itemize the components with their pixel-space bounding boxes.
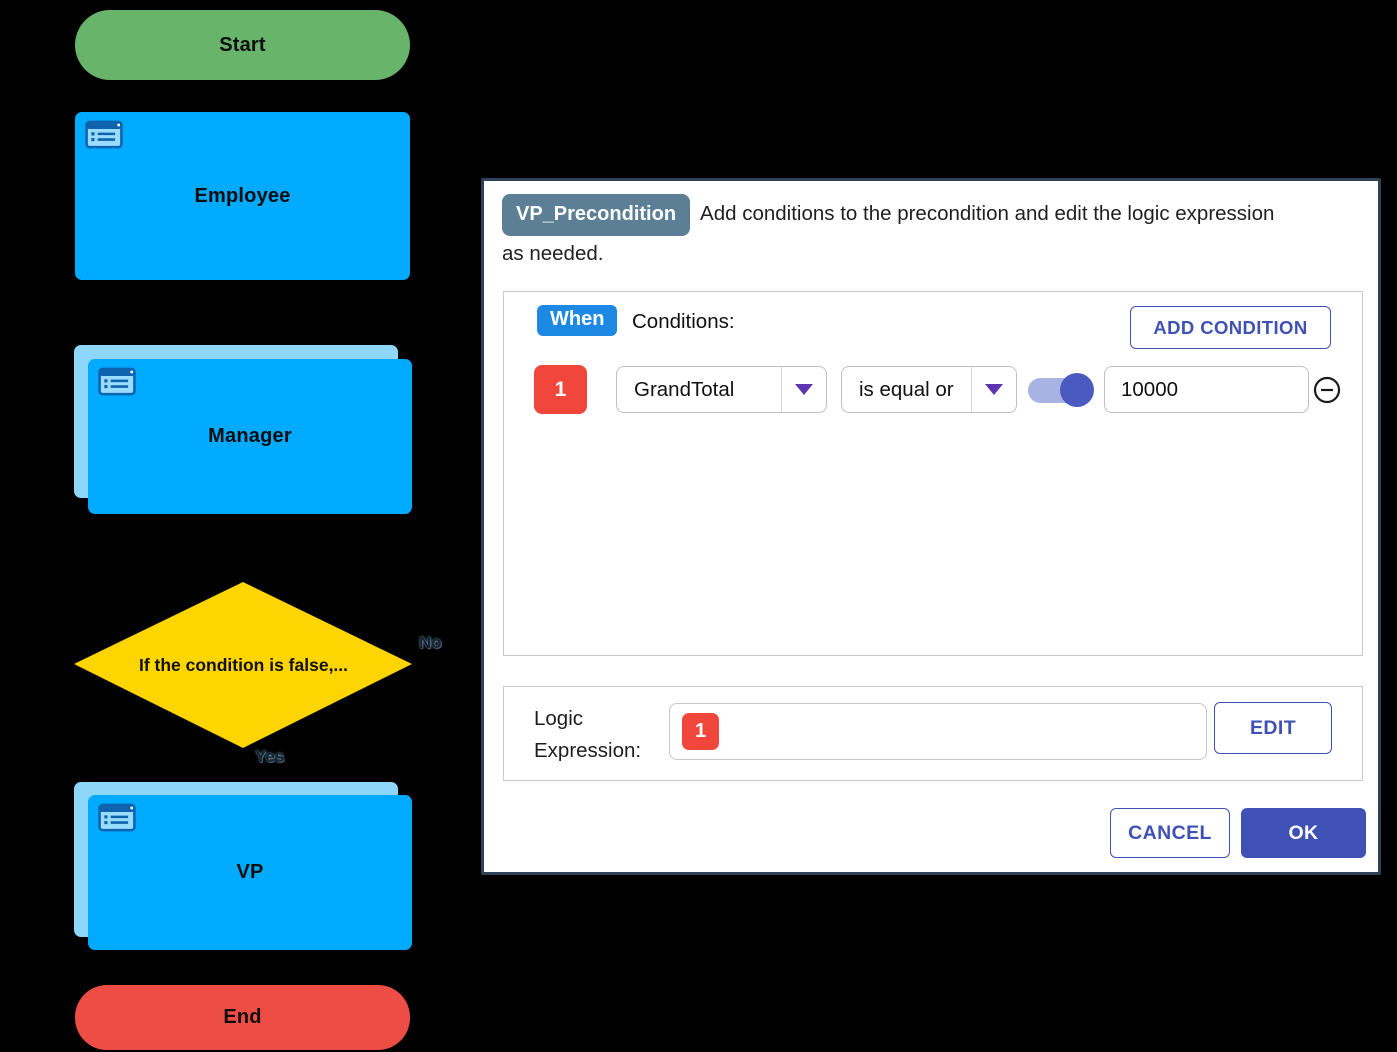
edge-label-yes: Yes (255, 747, 285, 766)
remove-condition-button[interactable] (1312, 375, 1342, 405)
node-employee-label: Employee (194, 184, 291, 207)
minus-circle-icon (1313, 376, 1341, 404)
add-condition-button[interactable]: ADD CONDITION (1130, 306, 1331, 349)
conditions-label: Conditions: (632, 310, 735, 333)
node-decision[interactable]: If the condition is false,... (74, 582, 413, 748)
toggle-thumb (1060, 373, 1094, 407)
node-manager-label: Manager (208, 425, 292, 447)
edit-expression-button[interactable]: EDIT (1214, 702, 1332, 754)
node-end-label: End (223, 1006, 262, 1028)
form-window-icon (98, 803, 136, 832)
node-manager[interactable]: Manager (88, 359, 412, 514)
condition-value-input[interactable] (1104, 366, 1309, 413)
chevron-down-icon (782, 384, 826, 395)
select-divider (781, 367, 782, 412)
node-start[interactable]: Start (75, 10, 410, 80)
precondition-name-badge: VP_Precondition (502, 194, 691, 236)
field-select-value: GrandTotal (634, 377, 735, 401)
value-type-toggle[interactable] (1028, 373, 1094, 407)
operator-select[interactable]: is equal or (841, 366, 1017, 413)
node-start-label: Start (219, 33, 266, 56)
form-window-icon (98, 367, 136, 396)
conditions-panel: When Conditions: ADD CONDITION 1 GrandTo… (503, 291, 1363, 656)
select-divider (971, 367, 972, 412)
field-select[interactable]: GrandTotal (616, 366, 827, 413)
dialog-description-text: Add conditions to the precondition and e… (502, 202, 1275, 265)
expression-chip: 1 (682, 713, 719, 750)
node-vp-label: VP (236, 861, 264, 883)
node-vp[interactable]: VP (88, 795, 412, 950)
logic-expression-box[interactable]: 1 (669, 703, 1207, 760)
node-end[interactable]: End (75, 985, 410, 1050)
dialog-footer: CANCEL OK (1110, 808, 1366, 858)
edge-label-no: No (419, 633, 442, 652)
logic-expression-panel: Logic Expression: 1 EDIT (503, 686, 1363, 781)
ok-button[interactable]: OK (1241, 808, 1366, 858)
when-badge: When (537, 305, 618, 336)
condition-row: 1 GrandTotal is equal or (504, 365, 1362, 415)
cancel-button[interactable]: CANCEL (1110, 808, 1230, 858)
logic-expression-label: Logic Expression: (534, 707, 642, 762)
chevron-down-icon (972, 384, 1016, 395)
operator-select-value: is equal or (859, 377, 954, 401)
condition-index-badge: 1 (534, 365, 587, 414)
form-window-icon (85, 120, 123, 149)
node-employee[interactable]: Employee (75, 112, 410, 280)
node-decision-label: If the condition is false,... (138, 654, 349, 675)
